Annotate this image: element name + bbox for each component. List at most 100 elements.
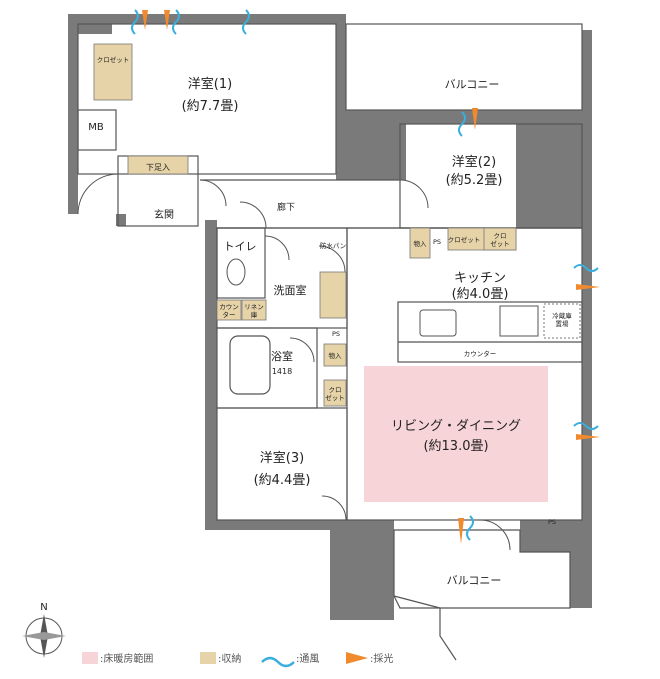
compass: N: [22, 602, 66, 658]
kitchen-area: (約4.0畳): [452, 287, 509, 302]
legend-ventilation-icon: [261, 656, 295, 668]
ps-label-2: PS: [332, 330, 340, 338]
outline-balcony-bottom: [393, 529, 571, 609]
legend-daylight-label: :採光: [370, 652, 393, 665]
fridge-label-1: 冷蔵庫: [552, 311, 572, 320]
w2-closet2-label-2: ゼット: [490, 239, 510, 248]
storage-shoe: [127, 155, 189, 175]
wall-bottom-right-block: [520, 530, 590, 552]
door-balcony: [479, 519, 511, 551]
mb-label: MB: [88, 122, 104, 133]
wall-block-mid: [336, 110, 406, 180]
wall-entrance: [116, 214, 126, 226]
walls: [68, 14, 592, 620]
storage-areas: [93, 43, 517, 407]
storage-linen: [241, 299, 267, 321]
door-swings: [77, 173, 511, 551]
ps-label-1: PS: [433, 238, 441, 246]
linen-label-1: リネン: [244, 303, 264, 311]
wall-closet-top: [78, 24, 112, 34]
w2-closet2-label-1: クロ: [494, 232, 507, 240]
balcony-top-label: バルコニー: [445, 78, 500, 91]
western3-name: 洋室(3): [260, 450, 304, 466]
linen-label-2: 庫: [251, 310, 258, 319]
wind-marker-top-1: [131, 9, 148, 35]
wall-bottom-left: [205, 520, 335, 530]
outline-mb: [77, 109, 117, 151]
kitchen-sink: [419, 309, 457, 337]
room-labels: 洋室(1) (約7.7畳) 洋室(2) (約5.2畳) キッチン (約4.0畳)…: [88, 55, 572, 587]
wind-light-markers: [131, 9, 600, 544]
western1-name: 洋室(1): [188, 76, 232, 92]
heated-floor-area: [364, 366, 548, 502]
outline-balcony-top: [345, 23, 583, 111]
toilet-bowl: [226, 258, 246, 286]
wall-bottom-block: [330, 520, 394, 620]
door-wash: [318, 245, 346, 273]
kitchen-storage-label: 物入: [414, 239, 428, 248]
living-name: リビング・ダイニング: [391, 419, 521, 434]
w1-closet-label: クロゼット: [97, 55, 130, 64]
storage2-label: 物入: [329, 351, 343, 360]
wind-marker-living: [573, 422, 600, 440]
wall-left-lower: [205, 220, 217, 530]
fridge-space: [543, 303, 581, 339]
door-w3: [321, 495, 347, 521]
western1-area: (約7.7畳): [182, 99, 239, 114]
legend-heating-swatch: [82, 652, 98, 664]
legend-storage-label: :収納: [218, 652, 241, 665]
door-hall: [239, 201, 267, 229]
closet3-label-2: ゼット: [325, 393, 345, 402]
balcony-bottom-label: バルコニー: [447, 574, 502, 587]
legend-storage-swatch: [200, 652, 216, 664]
wind-marker-w2: [458, 108, 478, 137]
storage-wash-counter: [216, 299, 242, 321]
wash-counter-label-2: ター: [223, 310, 236, 319]
toilet-label: トイレ: [224, 240, 257, 253]
kitchen-counter-label: カウンター: [464, 349, 497, 358]
western3-area: (約4.4畳): [254, 473, 311, 488]
door-bath: [289, 337, 315, 363]
wall-block-right: [516, 110, 586, 228]
wind-marker-top-2: [164, 9, 180, 35]
bathtub: [229, 335, 271, 395]
wall-left-upper: [68, 14, 78, 214]
legend-ventilation-label: :通風: [296, 653, 319, 665]
hallway-label: 廊下: [277, 201, 295, 213]
wall-w1-right: [336, 14, 346, 134]
western2-area: (約5.2畳): [446, 173, 503, 188]
storage-w1-closet: [93, 43, 133, 101]
outline-western1: [77, 23, 337, 175]
legend-daylight-icon: [346, 652, 368, 664]
shoe-label: 下足入: [146, 163, 170, 172]
wind-marker-bottom: [458, 515, 474, 544]
fridge-label-2: 置場: [556, 319, 570, 328]
storage-wash: [319, 271, 347, 319]
closet3-label-1: クロ: [329, 386, 342, 394]
bathroom-label: 浴室: [271, 349, 293, 363]
door-w2: [399, 179, 429, 209]
storage-closet3: [323, 379, 347, 407]
western2-name: 洋室(2): [452, 154, 496, 170]
compass-cross: [22, 632, 66, 640]
outline-kitchen-counter: [397, 301, 583, 363]
storage-storage2: [323, 343, 347, 367]
door-w1: [199, 179, 227, 207]
door-toilet: [264, 235, 290, 261]
stove: [499, 305, 539, 337]
wall-right-lower: [582, 228, 592, 608]
legend-heating-label: :床暖房範囲: [100, 652, 153, 665]
storage-kitchen: [409, 227, 431, 259]
living-area: (約13.0畳): [423, 439, 488, 454]
bath-size-label: 1418: [272, 367, 292, 376]
wall-corner: [570, 552, 592, 608]
waterproof-pan-label: 防水パン: [320, 241, 346, 250]
wind-marker-kitchen: [573, 264, 600, 290]
wind-marker-top-3: [242, 9, 250, 35]
outline-balcony-stair: [393, 595, 457, 661]
wall-balcony-bottom: [406, 110, 516, 124]
legend: :床暖房範囲 :収納 :通風 :採光: [82, 652, 393, 668]
door-entrance: [77, 173, 119, 215]
